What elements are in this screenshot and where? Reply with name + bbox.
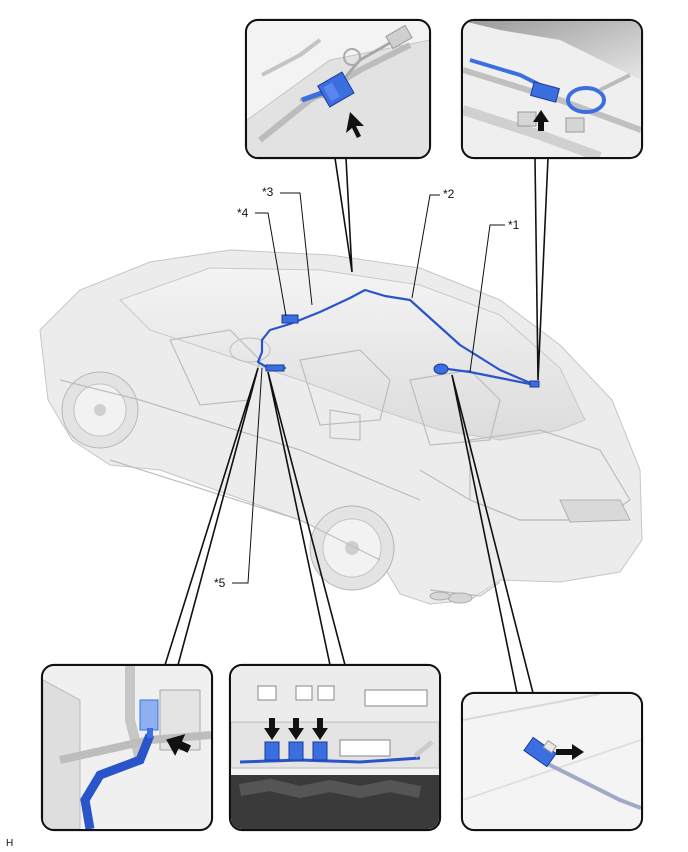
connector-4 (281, 314, 299, 324)
label-item-2: *2 (443, 187, 455, 201)
arrow-icon (533, 110, 549, 131)
connector-5 (265, 364, 285, 372)
antenna-wire-harness (256, 288, 540, 388)
arrow-icon (346, 112, 364, 138)
vehicle-illustration (39, 249, 643, 605)
label-item-5: *5 (214, 576, 226, 590)
inset-top-left (244, 18, 432, 160)
callout-lines (164, 157, 549, 694)
arrow-icon (556, 744, 584, 760)
label-item-4: *4 (237, 206, 249, 220)
inset-bottom-middle (228, 663, 442, 832)
arrow-icon (312, 718, 328, 740)
label-item-1: *1 (508, 218, 520, 232)
arrow-icon (166, 734, 191, 756)
inset-bottom-right (460, 691, 644, 832)
corner-mark: H (6, 838, 13, 849)
inset-bottom-left (40, 663, 214, 832)
leader-lines (232, 192, 505, 584)
label-item-3: *3 (262, 185, 274, 199)
arrow-icon (288, 718, 304, 740)
inset-top-right (460, 18, 644, 160)
antenna-1 (433, 363, 449, 375)
connector-2 (529, 380, 540, 388)
arrow-icon (264, 718, 280, 740)
